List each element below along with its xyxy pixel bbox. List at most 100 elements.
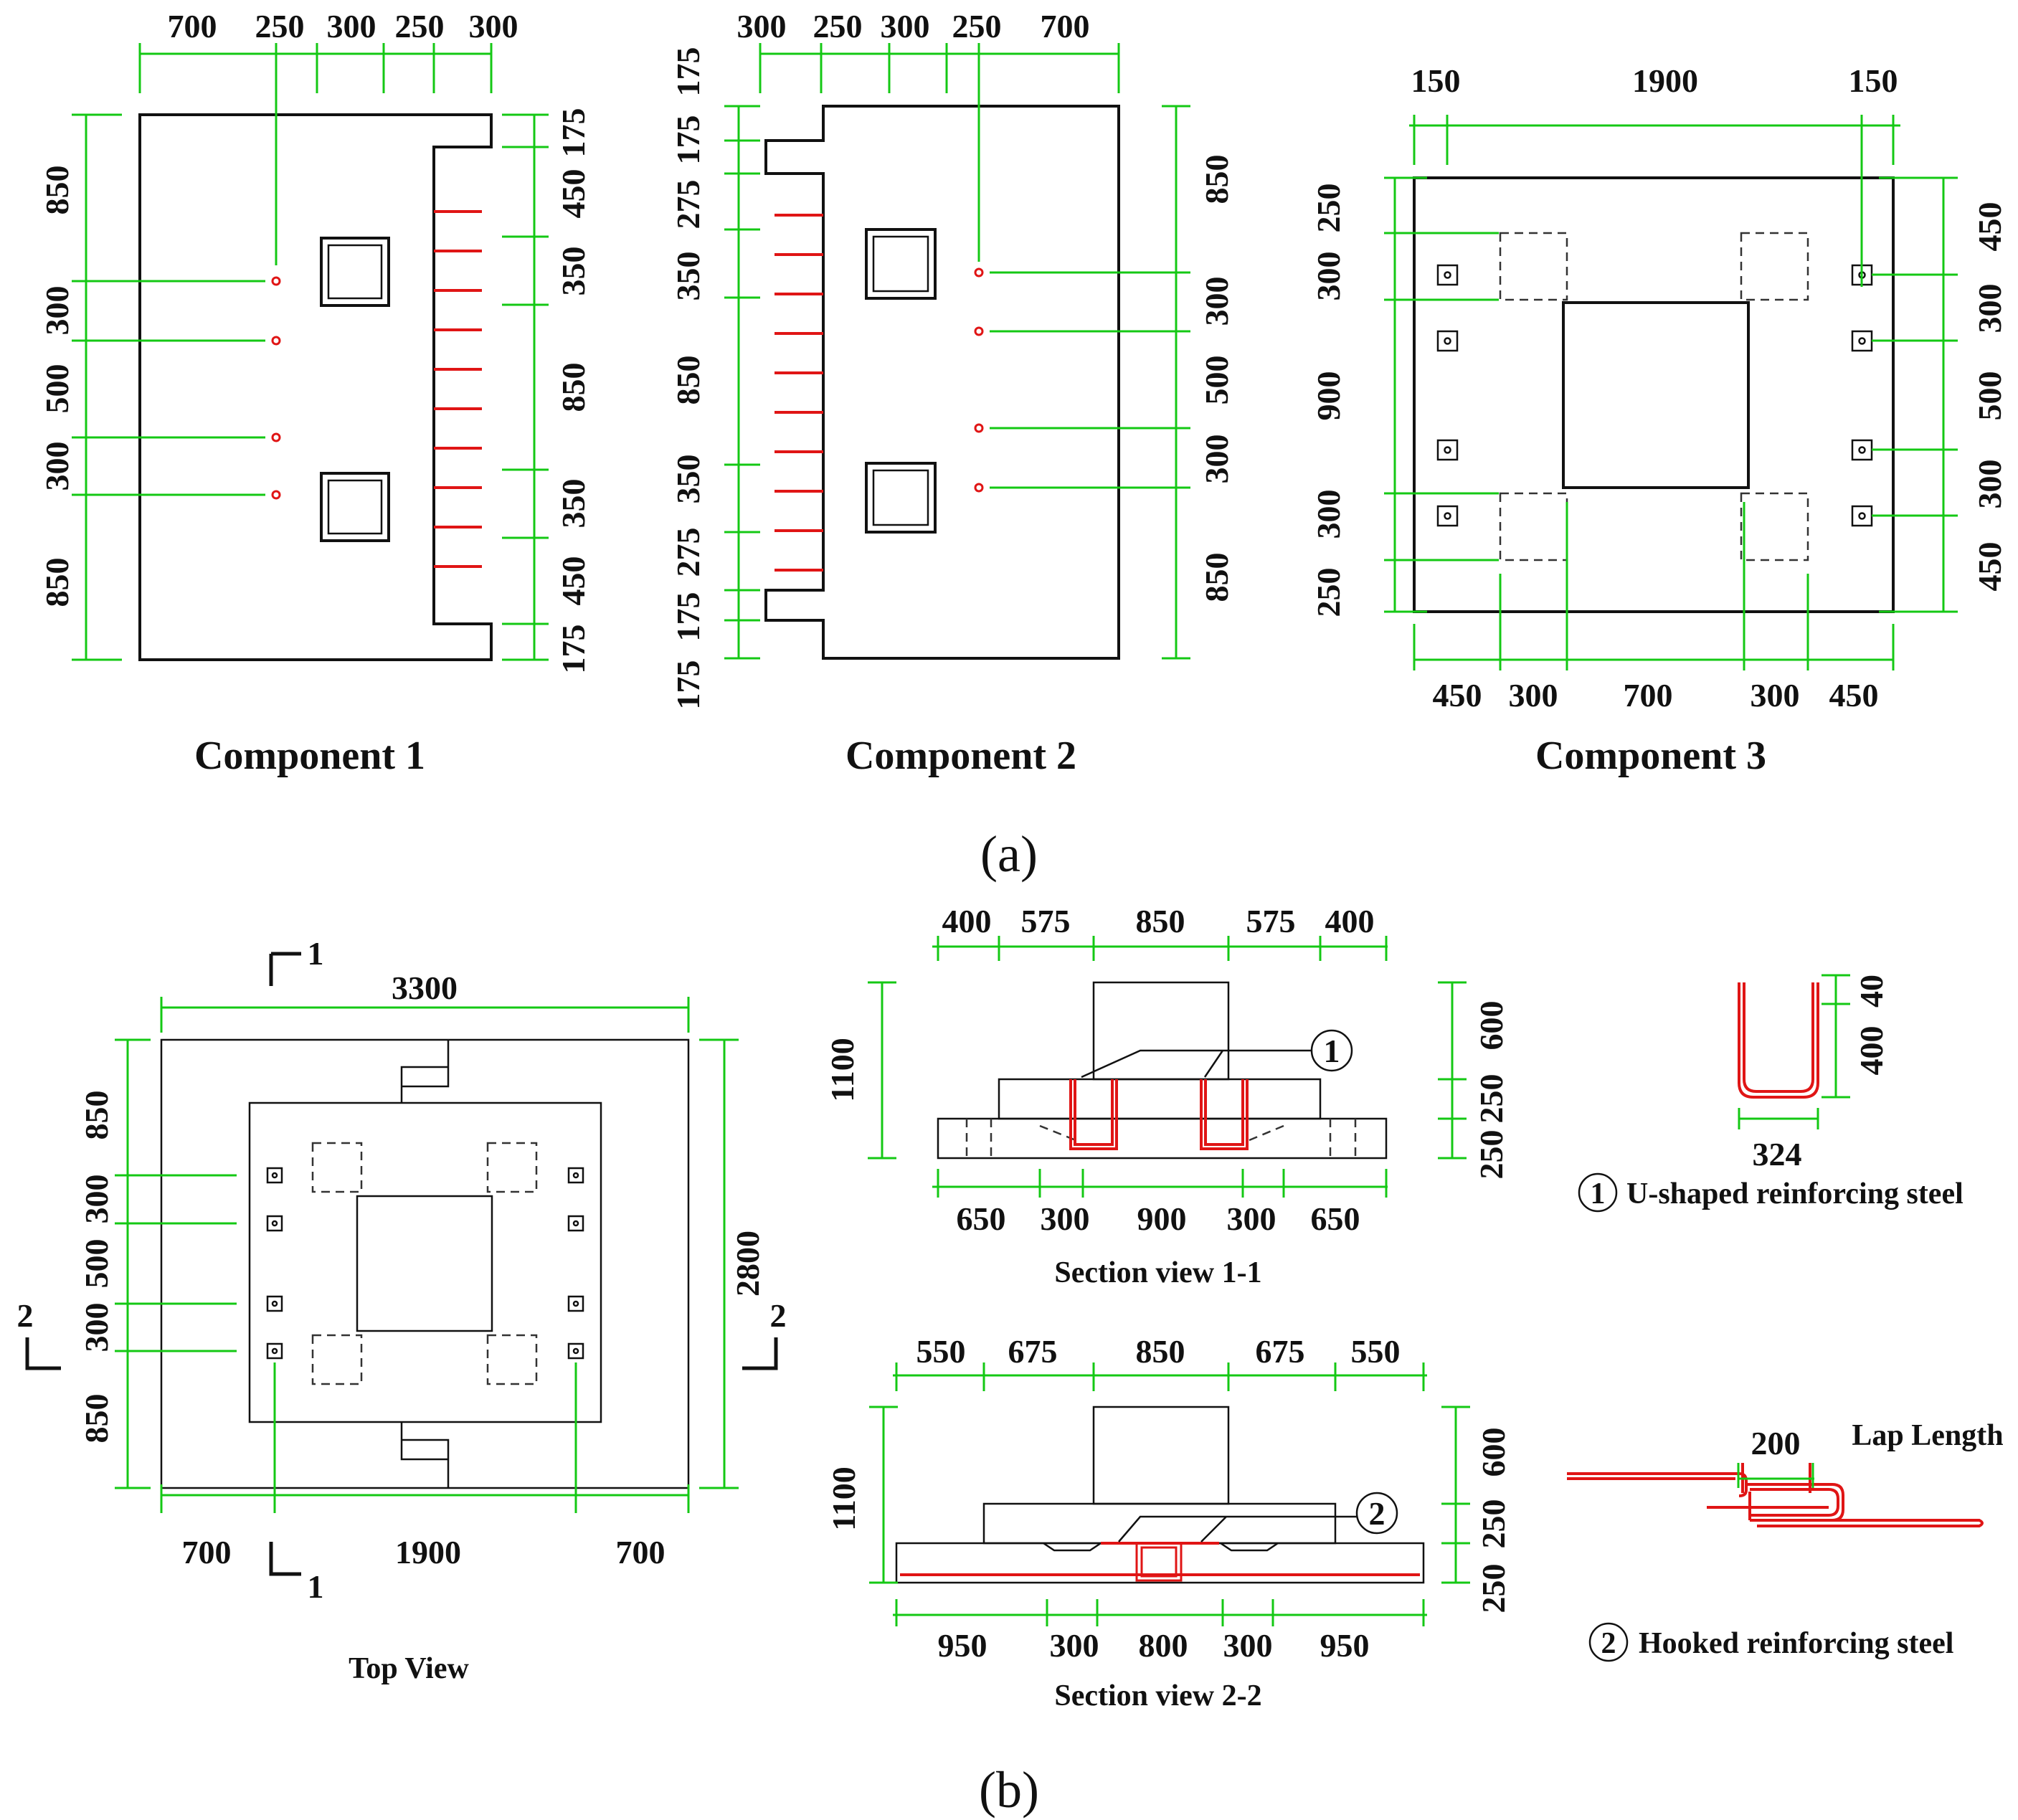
anchor-boxes <box>1436 264 1873 527</box>
dim-label: 500 <box>78 1239 115 1289</box>
component-3-outline <box>1413 176 1895 613</box>
notch <box>400 1422 450 1488</box>
dim-label: 575 <box>1246 903 1296 939</box>
dim-label: 850 <box>1136 903 1185 939</box>
dim-label: 900 <box>1137 1200 1187 1237</box>
foundation <box>937 1117 1388 1160</box>
opening <box>872 469 929 526</box>
column-footprint <box>356 1195 493 1332</box>
dim-label: 250 <box>1473 1130 1510 1180</box>
component-2-outline <box>764 105 1120 660</box>
section-1-1-caption: Section view 1-1 <box>1054 1256 1261 1289</box>
dim-label: 850 <box>1136 1333 1185 1370</box>
rebar-stubs <box>774 214 823 572</box>
base-slab-outline <box>248 1101 602 1423</box>
dim-label: 250 <box>952 8 1002 44</box>
opening <box>320 472 390 542</box>
dim-label: 350 <box>670 252 706 301</box>
dim-label: 250 <box>1310 184 1347 233</box>
detail-hooked-rebar: 200 Lap Length 2 Hooked reinforcing stee… <box>1567 1419 2004 1662</box>
dim-label: 450 <box>1971 202 2008 252</box>
section-2-2-caption: Section view 2-2 <box>1054 1679 1261 1712</box>
notch <box>400 1040 450 1103</box>
dim-label: 850 <box>39 166 75 215</box>
dim-label: 800 <box>1139 1627 1188 1664</box>
dim-label: 350 <box>670 455 706 504</box>
dim-label: 2800 <box>729 1231 766 1297</box>
pocket-hidden <box>965 1119 1357 1158</box>
dim-label: 1900 <box>1632 62 1698 99</box>
callout-number: 2 <box>1369 1495 1385 1532</box>
pocket <box>486 1334 538 1385</box>
callout-number: 2 <box>1601 1627 1616 1660</box>
hooked-rebar <box>900 1542 1420 1582</box>
dim-label: 400 <box>942 903 992 939</box>
component-3: 150 1900 150 250 300 900 300 250 450 300… <box>1310 62 2008 778</box>
dim-label: 3300 <box>392 970 458 1006</box>
dim-label: 350 <box>555 247 592 296</box>
dimension-lines <box>869 1362 1470 1626</box>
leader-line <box>1081 1049 1312 1079</box>
callout-circle <box>1588 1622 1629 1662</box>
pocket <box>1499 492 1568 561</box>
section-mark-label: 2 <box>770 1297 787 1334</box>
component-2-caption: Component 2 <box>845 734 1076 778</box>
top-view-caption: Top View <box>349 1652 469 1685</box>
lap-length-label: Lap Length <box>1852 1419 2003 1452</box>
dimension-lines <box>868 936 1467 1198</box>
dim-label: 400 <box>1853 1026 1890 1076</box>
opening <box>865 462 937 534</box>
dim-label: 1900 <box>395 1534 461 1570</box>
dim-label: 324 <box>1753 1136 1802 1172</box>
dim-label: 700 <box>168 8 217 44</box>
section-view-1-1: 1 400 575 850 575 400 650 300 900 300 65… <box>824 903 1510 1289</box>
dim-label: 850 <box>555 363 592 412</box>
dim-label: 850 <box>78 1091 115 1140</box>
dim-label: 450 <box>555 169 592 219</box>
dim-label: 450 <box>555 556 592 606</box>
rebar-stubs <box>434 210 482 568</box>
dim-label: 300 <box>327 8 376 44</box>
dim-label: 250 <box>395 8 445 44</box>
pocket <box>311 1334 363 1385</box>
dimension-lines <box>724 43 1190 660</box>
dim-label: 550 <box>916 1333 966 1370</box>
anchor-holes <box>974 267 984 493</box>
component-1-outline <box>138 113 493 661</box>
dim-label: 400 <box>1325 903 1375 939</box>
dim-label: 675 <box>1008 1333 1058 1370</box>
dim-label: 850 <box>670 356 706 405</box>
dim-label: 300 <box>39 442 75 491</box>
column <box>1092 981 1230 1081</box>
dim-label: 275 <box>670 528 706 577</box>
dim-label: 650 <box>1311 1200 1360 1237</box>
dimension-lines <box>1384 115 1958 670</box>
dim-label: 300 <box>1751 677 1800 714</box>
dim-label: 250 <box>1473 1074 1510 1124</box>
dim-label: 300 <box>1198 277 1235 326</box>
section-mark-label: 1 <box>308 1568 324 1605</box>
opening <box>320 237 390 307</box>
dim-label: 250 <box>813 8 863 44</box>
u-rebar <box>1069 1079 1249 1150</box>
dim-label: 500 <box>1198 356 1235 405</box>
dim-label: 150 <box>1411 62 1461 99</box>
panel-label-b: (b) <box>979 1761 1039 1819</box>
dim-label: 300 <box>737 8 787 44</box>
dimension-lines <box>1738 974 1850 1129</box>
hooked-rebar-label: Hooked reinforcing steel <box>1639 1627 1953 1660</box>
dim-label: 250 <box>1310 568 1347 617</box>
dim-label: 600 <box>1473 1001 1510 1051</box>
dim-label: 175 <box>670 47 706 97</box>
dim-label: 450 <box>1829 677 1879 714</box>
dim-label: 300 <box>881 8 930 44</box>
dim-label: 300 <box>1310 490 1347 539</box>
anchor-boxes <box>266 1167 584 1360</box>
dim-label: 300 <box>78 1175 115 1224</box>
dim-label: 300 <box>1198 435 1235 484</box>
dim-label: 300 <box>1227 1200 1276 1237</box>
pocket <box>1740 232 1809 301</box>
dim-label: 1100 <box>825 1466 862 1530</box>
pocket-hidden <box>1043 1542 1279 1552</box>
